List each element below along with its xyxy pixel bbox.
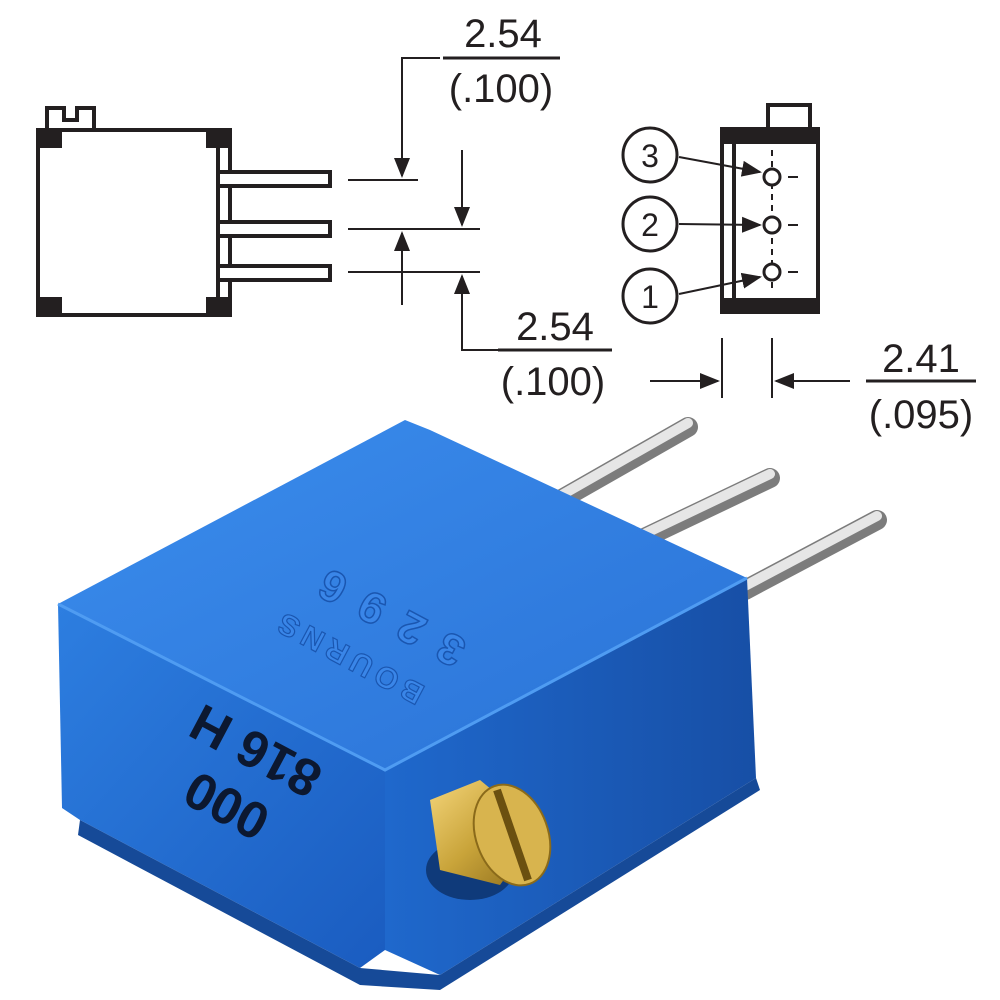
dimension-label-upper: 2.54 (.100) [443, 12, 560, 111]
side-view-corner [206, 128, 232, 148]
component-top-face [58, 420, 747, 770]
dimension-mm: 2.41 [882, 337, 960, 381]
side-view-body [36, 128, 232, 317]
component-front-face [58, 604, 385, 968]
adjustment-screw [426, 780, 552, 900]
side-view-corner [36, 128, 62, 148]
component-pins [550, 417, 887, 600]
side-view-pin-1 [216, 264, 332, 282]
pin-3-leader [678, 156, 762, 177]
end-view-top-band [720, 127, 820, 144]
side-view-top-tab [45, 106, 96, 130]
pin-1-callout [621, 267, 679, 325]
component-pin-3-highlight [555, 418, 693, 501]
side-view-pin-3 [216, 170, 332, 188]
dimension-inch: (.100) [501, 360, 606, 404]
side-view-corner [36, 297, 62, 317]
dimension-mm: 2.54 [464, 12, 542, 56]
end-view-screw-head [766, 103, 812, 131]
component-edge [57, 576, 748, 772]
pin-offset-dimension [650, 338, 850, 398]
dimension-label-offset: 2.41 (.095) [866, 337, 976, 437]
dimension-label-lower: 2.54 (.100) [498, 305, 612, 404]
component-pin-2-highlight [635, 469, 775, 541]
end-view [720, 103, 820, 314]
screw-slot [493, 788, 532, 882]
pin-3-number: 3 [641, 138, 659, 174]
end-view-pin-1 [762, 262, 782, 282]
dimension-mm: 2.54 [516, 305, 594, 349]
dimension-leader [394, 57, 440, 178]
end-view-pin-2 [762, 215, 782, 235]
component-pin-1-highlight [740, 511, 882, 591]
pin-callouts: 3 2 1 [621, 126, 762, 325]
component-photo: 3296 BOURNS 000 816 H [57, 417, 887, 990]
side-view [36, 106, 332, 317]
end-view-bottom-band [720, 298, 820, 314]
dimension-inch: (.100) [449, 67, 554, 111]
dimension-inch: (.095) [869, 393, 974, 437]
pin-2-callout [621, 195, 679, 253]
dimension-leader [454, 274, 505, 351]
pin-2-number: 2 [641, 207, 659, 243]
side-view-corner [206, 297, 232, 317]
pin-2-leader [678, 216, 762, 233]
side-view-pin-2 [216, 220, 332, 238]
pin-3-callout [621, 126, 679, 184]
pin-1-leader [678, 272, 762, 295]
pin-1-number: 1 [641, 279, 659, 315]
pin-spacing-dimension [348, 57, 505, 351]
end-view-pin-3 [762, 167, 782, 187]
